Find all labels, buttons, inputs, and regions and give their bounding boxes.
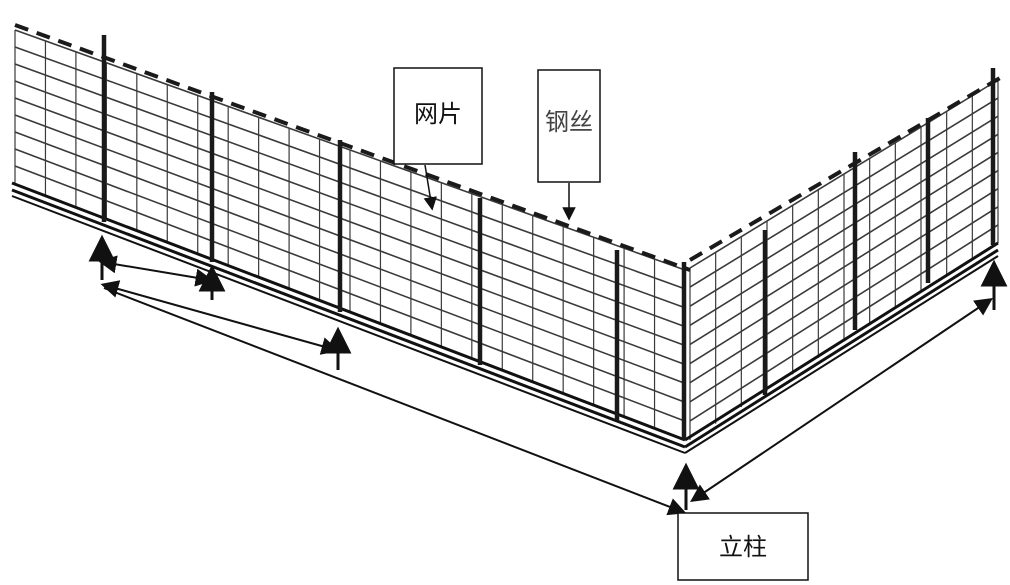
steel-wire-right (688, 76, 1002, 262)
steel-wire-left (14, 23, 691, 272)
label-mesh-panel-text: 网片 (414, 100, 462, 128)
mesh-panel-left (14, 29, 686, 440)
label-post-text: 立柱 (719, 533, 767, 561)
label-steel-wire-text: 钢丝 (545, 108, 593, 136)
label-steel-wire: 钢丝 (537, 69, 601, 221)
label-mesh-panel: 网片 (393, 67, 483, 211)
base-rail-left (11, 181, 686, 454)
label-post: 立柱 (677, 512, 809, 581)
mesh-panel-right (689, 79, 999, 440)
dimension-lines (88, 234, 1008, 516)
base-rail-right (684, 241, 999, 454)
